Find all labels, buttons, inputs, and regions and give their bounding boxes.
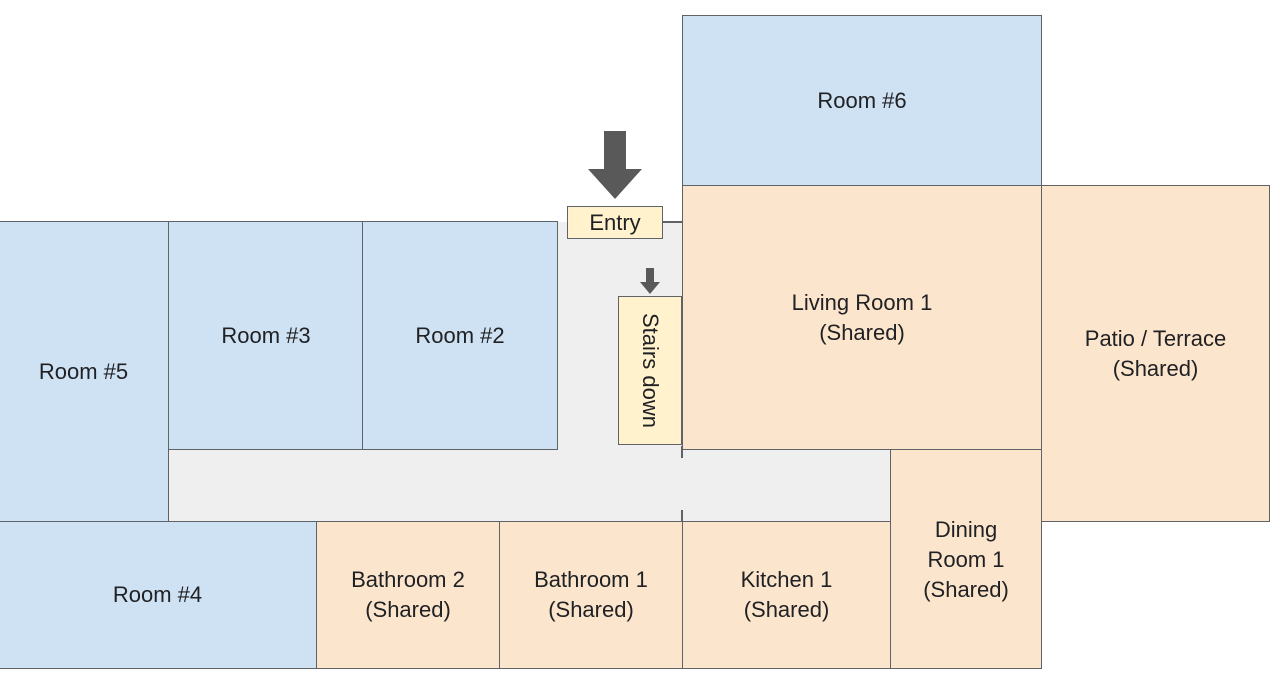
wall-stub bbox=[681, 446, 683, 458]
room-label-line: (Shared) bbox=[548, 597, 634, 622]
room-label-line: Bathroom 2 bbox=[351, 567, 465, 592]
room-label-line: Room #2 bbox=[415, 322, 505, 348]
room-label-line: Room #4 bbox=[112, 582, 203, 607]
room-label-line: Kitchen 1 bbox=[740, 567, 833, 592]
room-label-line: Living Room 1 bbox=[791, 290, 933, 315]
room-3-label: Room #3 bbox=[221, 321, 310, 351]
hallway-main bbox=[169, 449, 890, 521]
wall-stub bbox=[662, 221, 682, 223]
stairs-down-label: Stairs down bbox=[618, 296, 682, 445]
kitchen-1[interactable]: Kitchen 1 (Shared) bbox=[682, 521, 891, 669]
living-room-1[interactable]: Living Room 1 (Shared) bbox=[682, 185, 1042, 450]
living-room-1-label: Living Room 1 (Shared) bbox=[792, 288, 933, 348]
room-6[interactable]: Room #6 bbox=[682, 15, 1042, 186]
room-label-line: (Shared) bbox=[743, 597, 830, 622]
room-5-label: Room #5 bbox=[39, 357, 128, 387]
room-4-label: Room #4 bbox=[113, 580, 202, 610]
room-2[interactable]: Room #2 bbox=[362, 221, 558, 450]
room-label-line: (Shared) bbox=[365, 597, 451, 622]
entry-arrow-icon bbox=[588, 131, 642, 199]
stairs-arrow-icon bbox=[640, 268, 660, 294]
entry-text: Entry bbox=[589, 209, 641, 235]
room-2-label: Room #2 bbox=[415, 321, 504, 351]
room-label-line: Room 1 bbox=[927, 547, 1005, 572]
bathroom-2[interactable]: Bathroom 2 (Shared) bbox=[316, 521, 500, 669]
patio-terrace-label: Patio / Terrace (Shared) bbox=[1085, 324, 1226, 384]
patio-terrace[interactable]: Patio / Terrace (Shared) bbox=[1041, 185, 1270, 522]
wall-stub bbox=[681, 510, 683, 522]
room-label-line: (Shared) bbox=[923, 577, 1009, 602]
room-label-line: (Shared) bbox=[819, 320, 905, 345]
dining-room-1-label: Dining Room 1 (Shared) bbox=[923, 515, 1009, 605]
room-label-line: Room #6 bbox=[817, 87, 907, 113]
bathroom-1[interactable]: Bathroom 1 (Shared) bbox=[499, 521, 683, 669]
room-label-line: (Shared) bbox=[1112, 355, 1199, 381]
room-4[interactable]: Room #4 bbox=[0, 521, 317, 669]
kitchen-1-label: Kitchen 1 (Shared) bbox=[741, 565, 833, 625]
entry-label: Entry bbox=[567, 206, 663, 239]
room-3[interactable]: Room #3 bbox=[168, 221, 364, 450]
room-label-line: Bathroom 1 bbox=[534, 567, 648, 592]
room-label-line: Room #3 bbox=[221, 322, 311, 348]
room-5[interactable]: Room #5 bbox=[0, 221, 169, 522]
room-label-line: Patio / Terrace bbox=[1084, 325, 1227, 351]
room-6-label: Room #6 bbox=[817, 86, 906, 116]
stairs-down-text: Stairs down bbox=[638, 313, 663, 428]
dining-room-1[interactable]: Dining Room 1 (Shared) bbox=[890, 449, 1042, 669]
room-label-line: Room #5 bbox=[38, 358, 129, 384]
room-label-line: Dining bbox=[934, 517, 998, 542]
bathroom-2-label: Bathroom 2 (Shared) bbox=[351, 565, 465, 625]
bathroom-1-label: Bathroom 1 (Shared) bbox=[534, 565, 648, 625]
